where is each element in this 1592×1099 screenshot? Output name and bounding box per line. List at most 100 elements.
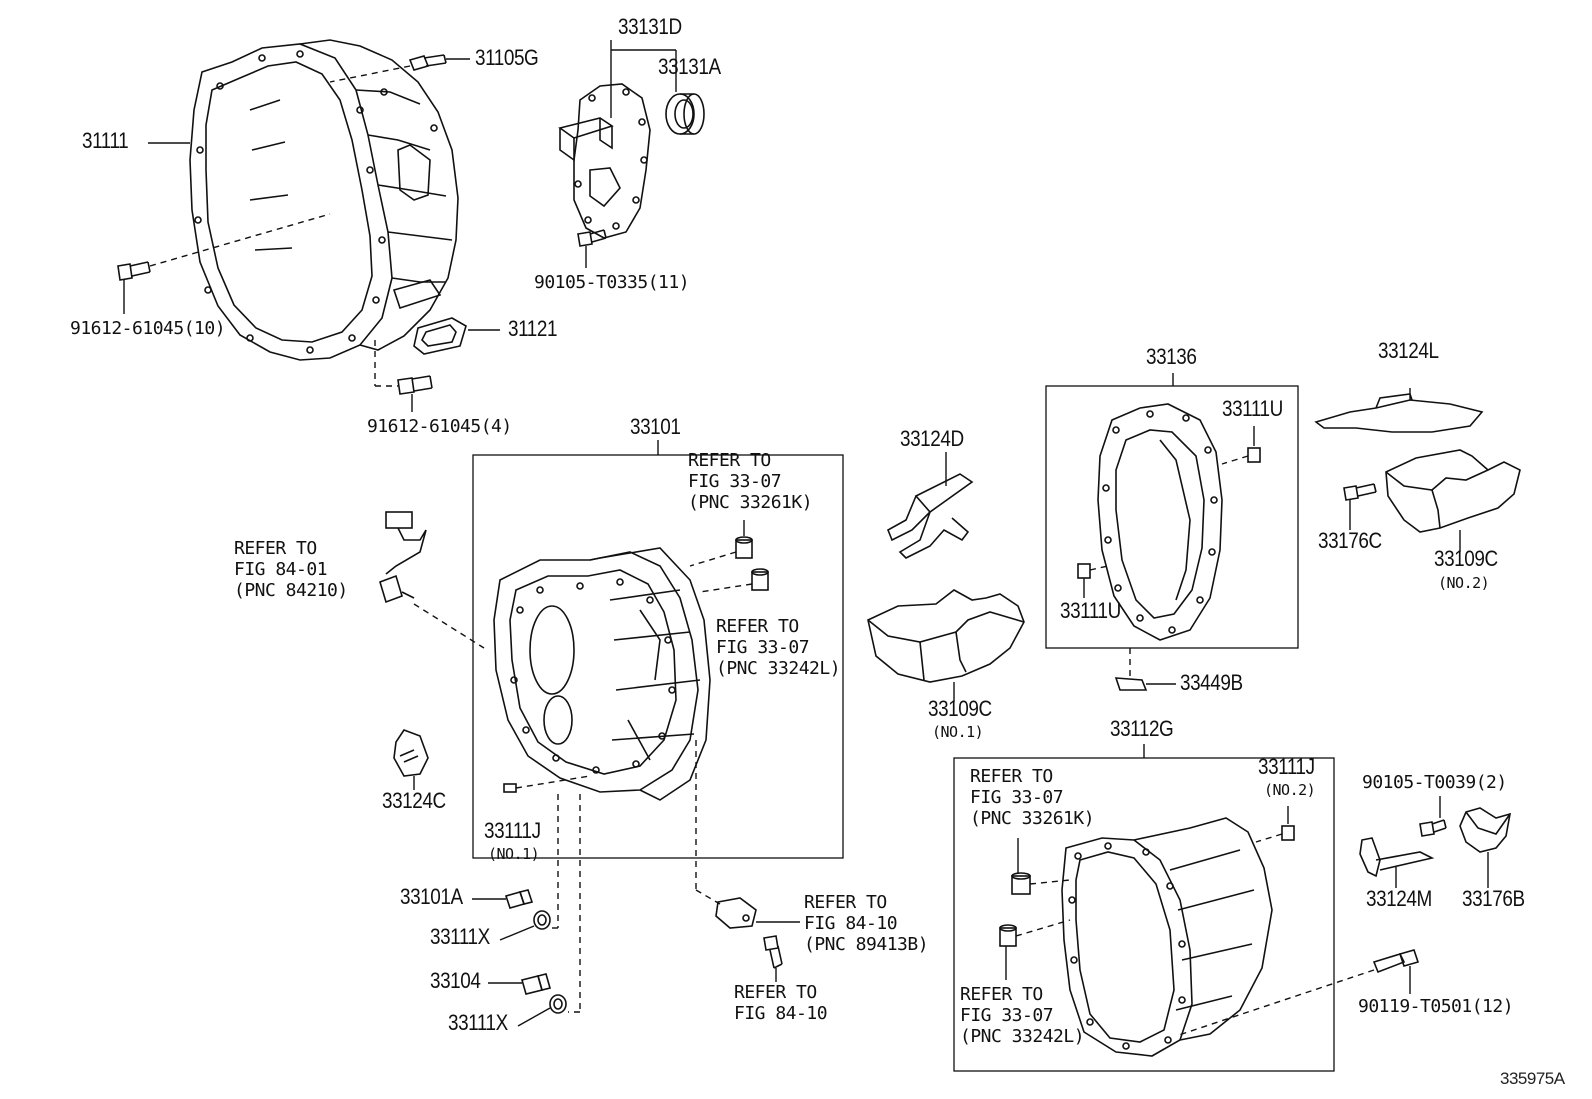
label-33176B: 33176B bbox=[1462, 886, 1525, 911]
label-33111X-a: 33111X bbox=[430, 924, 490, 949]
extension-housing-33112G bbox=[1061, 817, 1273, 1057]
ref-33261K-b-line1: REFER TO bbox=[970, 766, 1053, 787]
plug-33104 bbox=[521, 973, 551, 995]
ref-33261K-b-line3: (PNC 33261K) bbox=[970, 808, 1095, 829]
bolt-84-10 bbox=[763, 935, 783, 969]
label-33124D: 33124D bbox=[900, 426, 964, 451]
label-33109C-no1: 33109C bbox=[928, 696, 992, 721]
ref-33242L-a: REFER TO FIG 33-07 (PNC 33242L) bbox=[716, 616, 841, 679]
bracket-33124D bbox=[886, 473, 974, 559]
label-33109C-no2-sub: (NO.2) bbox=[1438, 574, 1490, 592]
bolt-90119-T0501 bbox=[1372, 949, 1420, 974]
ref-33242L-a-line1: REFER TO bbox=[716, 616, 799, 637]
ref-33242L-b-line1: REFER TO bbox=[960, 984, 1043, 1005]
ref-84-10-line1: REFER TO bbox=[734, 982, 817, 1003]
plate-31121 bbox=[413, 317, 467, 355]
sleeve-33242L bbox=[751, 568, 769, 591]
label-33111U-top: 33111U bbox=[1222, 396, 1283, 421]
label-31111: 31111 bbox=[82, 128, 129, 153]
frame-33136 bbox=[1045, 385, 1299, 649]
cover-33124C bbox=[393, 729, 429, 777]
label-90119-T0501: 90119-T0501(12) bbox=[1358, 996, 1514, 1017]
ref-33242L-a-line2: FIG 33-07 bbox=[716, 637, 810, 658]
ref-89413B-line2: FIG 84-10 bbox=[804, 913, 898, 934]
ref-33242L-a-line3: (PNC 33242L) bbox=[716, 658, 841, 679]
seal-33131A bbox=[665, 93, 705, 135]
plate-33136 bbox=[1097, 403, 1223, 641]
bolt-91612-61045-4 bbox=[397, 375, 433, 395]
bolt-91612-61045-10 bbox=[117, 261, 151, 281]
pin-33111J-no1 bbox=[503, 783, 517, 793]
sleeve-33242L-b bbox=[999, 924, 1017, 947]
label-33111J-no1-sub: (NO.1) bbox=[488, 845, 540, 863]
gasket-33111X-b bbox=[549, 994, 567, 1014]
label-91612-61045-4: 91612-61045(4) bbox=[367, 416, 512, 437]
label-33111J-no2: 33111J bbox=[1258, 754, 1315, 779]
label-33449B: 33449B bbox=[1180, 670, 1243, 695]
label-91612-61045-10: 91612-61045(10) bbox=[70, 318, 226, 339]
speed-sensor-89413B bbox=[715, 897, 757, 929]
plug-33101A bbox=[504, 889, 534, 909]
label-33101A: 33101A bbox=[400, 884, 463, 909]
label-33109C-no1-sub: (NO.1) bbox=[932, 723, 984, 741]
clutch-housing-31111 bbox=[189, 39, 459, 361]
pin-33111J-no2 bbox=[1281, 825, 1295, 841]
magnet-33449B bbox=[1114, 677, 1148, 691]
label-33124L: 33124L bbox=[1378, 338, 1439, 363]
label-33124M: 33124M bbox=[1366, 886, 1432, 911]
ref-89413B-line3: (PNC 89413B) bbox=[804, 934, 929, 955]
pin-33111U-top bbox=[1247, 447, 1261, 463]
label-90105-T0039: 90105-T0039(2) bbox=[1362, 772, 1507, 793]
bolt-31105G bbox=[408, 54, 447, 71]
label-33111J-no1: 33111J bbox=[484, 818, 541, 843]
label-33131D: 33131D bbox=[618, 14, 682, 39]
label-33109C-no2: 33109C bbox=[1434, 546, 1498, 571]
bolt-90105-T0335 bbox=[577, 229, 607, 247]
ref-33261K-a-line3: (PNC 33261K) bbox=[688, 492, 813, 513]
ref-33261K-a-line2: FIG 33-07 bbox=[688, 471, 782, 492]
ref-84-10-line2: FIG 84-10 bbox=[734, 1003, 828, 1024]
label-31105G: 31105G bbox=[475, 45, 539, 70]
label-33111J-no2-sub: (NO.2) bbox=[1264, 781, 1316, 799]
ref-84210-line3: (PNC 84210) bbox=[234, 580, 348, 601]
label-33111U-bottom: 33111U bbox=[1060, 598, 1121, 623]
ref-84210-line1: REFER TO bbox=[234, 538, 317, 559]
bearing-retainer-33131D bbox=[558, 83, 651, 239]
label-33136: 33136 bbox=[1146, 344, 1197, 369]
ref-84210-line2: FIG 84-01 bbox=[234, 559, 328, 580]
ref-33261K-a: REFER TO FIG 33-07 (PNC 33261K) bbox=[688, 450, 813, 513]
transmission-case-33101 bbox=[493, 547, 711, 801]
shield-33109C-no2 bbox=[1385, 449, 1521, 533]
sensor-84210 bbox=[379, 511, 427, 604]
ref-89413B-line1: REFER TO bbox=[804, 892, 887, 913]
label-33112G: 33112G bbox=[1110, 716, 1174, 741]
bolt-33176C bbox=[1343, 483, 1377, 501]
bolt-90105-T0039 bbox=[1419, 819, 1447, 837]
label-90105-T0335: 90105-T0335(11) bbox=[534, 272, 690, 293]
label-33124C: 33124C bbox=[382, 788, 446, 813]
ref-33261K-a-line1: REFER TO bbox=[688, 450, 771, 471]
ref-89413B: REFER TO FIG 84-10 (PNC 89413B) bbox=[804, 892, 929, 955]
label-33131A: 33131A bbox=[658, 54, 721, 79]
ref-33242L-b: REFER TO FIG 33-07 (PNC 33242L) bbox=[960, 984, 1085, 1047]
cover-33176B bbox=[1459, 807, 1512, 853]
label-33111X-b: 33111X bbox=[448, 1010, 508, 1035]
ref-33261K-b: REFER TO FIG 33-07 (PNC 33261K) bbox=[970, 766, 1095, 829]
ref-84210: REFER TO FIG 84-01 (PNC 84210) bbox=[234, 538, 348, 601]
ref-84-10: REFER TO FIG 84-10 bbox=[734, 982, 828, 1024]
illustration-id: 335975A bbox=[1500, 1069, 1565, 1088]
ref-33261K-b-line2: FIG 33-07 bbox=[970, 787, 1064, 808]
bracket-33124M bbox=[1359, 837, 1435, 878]
pin-33111U-bottom bbox=[1077, 563, 1091, 579]
bracket-33124L bbox=[1314, 393, 1484, 433]
label-33101: 33101 bbox=[630, 414, 681, 439]
label-31121: 31121 bbox=[508, 316, 558, 341]
shield-33109C-no1 bbox=[867, 589, 1025, 683]
ref-33242L-b-line2: FIG 33-07 bbox=[960, 1005, 1054, 1026]
label-33104: 33104 bbox=[430, 968, 481, 993]
sleeve-33261K bbox=[735, 536, 753, 559]
label-33176C: 33176C bbox=[1318, 528, 1382, 553]
sleeve-33261K-b bbox=[1011, 872, 1031, 895]
